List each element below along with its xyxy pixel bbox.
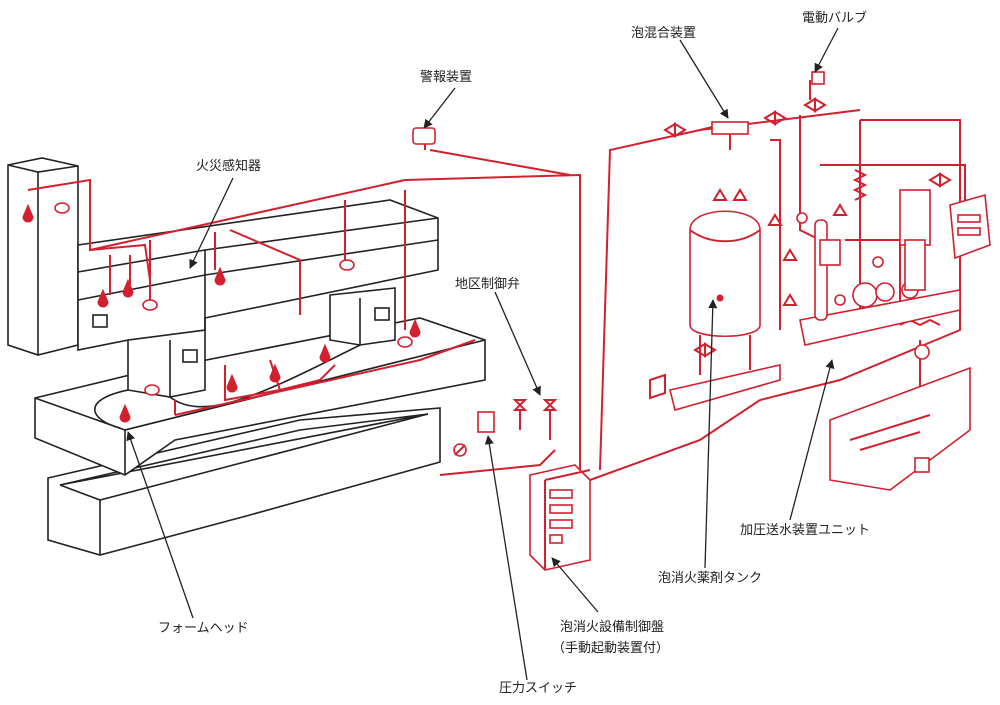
foam-head-5 bbox=[119, 403, 131, 423]
fire-detector-3 bbox=[339, 259, 355, 271]
foam-head-9 bbox=[409, 318, 421, 338]
foam-head-7 bbox=[269, 363, 281, 383]
label-pressure-switch: 圧力スイッチ bbox=[499, 681, 577, 696]
pump-room-piping bbox=[589, 71, 991, 491]
label-control-panel-line1: 泡消火設備制御盤 bbox=[560, 619, 664, 635]
distribution-piping bbox=[22, 127, 581, 476]
pressure-switch bbox=[477, 411, 495, 433]
protected-structure bbox=[7, 157, 486, 556]
water-tank bbox=[829, 366, 971, 491]
foam-mixing-device bbox=[711, 121, 749, 135]
pump-control-box bbox=[949, 193, 991, 260]
label-foam-mixing-device: 泡混合装置 bbox=[631, 26, 696, 41]
foam-concentrate-tank bbox=[649, 210, 781, 411]
foam-head-1 bbox=[22, 203, 34, 223]
label-foam-tank: 泡消火薬剤タンク bbox=[658, 570, 762, 586]
fire-detector-2 bbox=[142, 299, 158, 311]
label-area-control-valve: 地区制御弁 bbox=[455, 277, 520, 292]
fire-detector-1 bbox=[54, 202, 70, 214]
foam-head-2 bbox=[97, 288, 109, 308]
fire-detector-5 bbox=[397, 336, 413, 348]
control-panel bbox=[529, 464, 591, 571]
label-alarm-device: 警報装置 bbox=[420, 69, 472, 85]
foam-head-3 bbox=[122, 278, 134, 298]
label-fire-detector: 火災感知器 bbox=[196, 158, 261, 174]
fire-detector-4 bbox=[144, 384, 160, 396]
leader-lines bbox=[126, 27, 839, 681]
alarm-device bbox=[412, 127, 436, 150]
electric-valve-actuator bbox=[811, 71, 825, 85]
label-electric-valve: 電動バルブ bbox=[802, 10, 867, 26]
foam-head-4 bbox=[214, 266, 226, 286]
label-pump-unit: 加圧送水装置ユニット bbox=[740, 523, 870, 538]
area-control-valves bbox=[453, 399, 558, 457]
foam-head-6 bbox=[226, 373, 238, 393]
label-foam-head: フォームヘッド bbox=[158, 621, 249, 636]
pump-unit bbox=[799, 189, 961, 346]
foam-head-8 bbox=[319, 343, 331, 363]
label-control-panel-line2: （手動起動装置付） bbox=[552, 641, 669, 656]
